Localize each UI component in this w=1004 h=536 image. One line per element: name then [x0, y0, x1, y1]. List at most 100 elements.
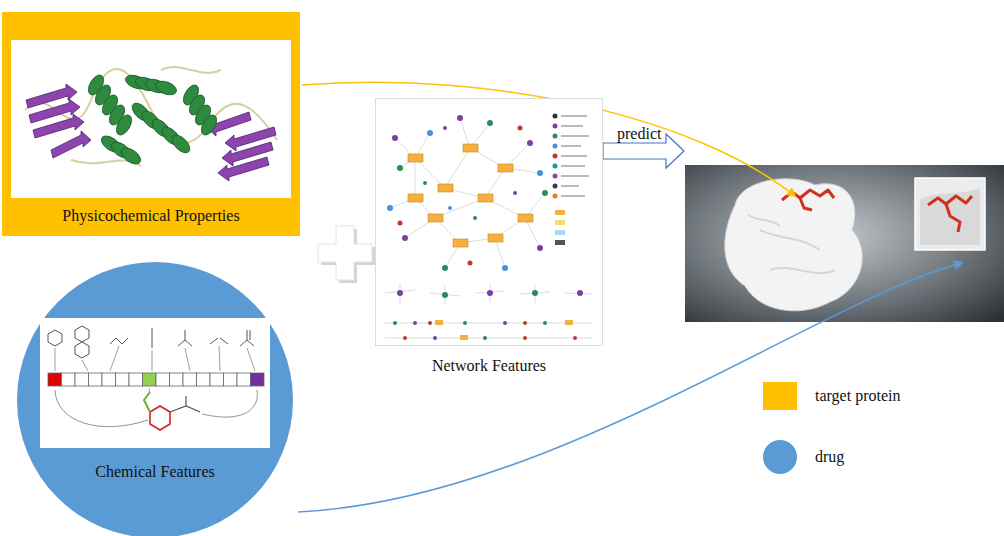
line-part [185, 396, 186, 406]
circle-part [532, 290, 538, 296]
circle-part [527, 140, 533, 146]
legend-text: target protein [815, 386, 900, 406]
node-label: Network Features [432, 356, 546, 376]
polygon-part [75, 342, 89, 358]
line-part [82, 360, 88, 371]
circle-part [553, 164, 558, 169]
g-part [553, 114, 558, 199]
g-part [555, 210, 565, 245]
rect-part [170, 373, 184, 386]
rect-part [251, 373, 265, 386]
plus-sign [318, 226, 375, 283]
protein-illustration [11, 40, 291, 198]
rect-part [408, 154, 423, 162]
circle-part [393, 321, 397, 325]
polyline-part [800, 198, 812, 210]
circle-part [503, 321, 507, 325]
path-part [202, 390, 257, 417]
circle-part [427, 130, 433, 136]
rect-part [40, 318, 270, 448]
rect-part [555, 220, 565, 225]
text-row: Physicochemical Properties [2, 206, 300, 226]
g-part [55, 388, 257, 427]
rect-part [89, 373, 103, 386]
node-label: Physicochemical Properties [62, 206, 239, 226]
rect-part [915, 178, 985, 250]
rect-part [460, 335, 468, 340]
ellipse-part [113, 112, 134, 137]
circle-part [553, 114, 558, 119]
g-part [398, 126, 523, 266]
line-part [561, 195, 585, 197]
line-part [210, 338, 218, 344]
rect-part [478, 194, 493, 202]
rect-part [376, 99, 603, 346]
line-part [561, 135, 589, 137]
ellipse-part [154, 79, 179, 98]
rect-part [555, 240, 565, 245]
rect-part [408, 194, 423, 202]
polyline-part [170, 406, 200, 412]
g-part [408, 144, 533, 247]
g-part [385, 283, 593, 338]
path-part [390, 118, 545, 268]
polyline-part [928, 196, 972, 205]
line-part [152, 350, 153, 371]
rect-part [102, 373, 116, 386]
rect-part [116, 373, 130, 386]
rect-part [685, 165, 1004, 322]
polyline-part [178, 340, 192, 346]
path-part [385, 283, 593, 338]
g-part [387, 130, 543, 271]
line-part [247, 330, 248, 340]
line-part [561, 145, 581, 147]
g-part [48, 326, 254, 358]
circle-part [443, 126, 447, 130]
rect-part [75, 373, 89, 386]
circle-shape [17, 262, 293, 536]
rect-part [11, 40, 291, 198]
node-label: Chemical Features [95, 462, 215, 482]
g-part [403, 321, 577, 340]
rect-part [435, 320, 443, 325]
line-part [561, 175, 589, 177]
line-part [250, 330, 251, 340]
rect-part [48, 373, 62, 386]
circle-part [457, 115, 463, 121]
circle-part [403, 336, 407, 340]
circle-part [553, 124, 558, 129]
circle-part [553, 184, 558, 189]
rect-part [453, 239, 468, 247]
predict-label: predict [617, 124, 661, 144]
rect-part [518, 214, 533, 222]
legend-swatch [763, 440, 797, 474]
circle-part [577, 290, 583, 296]
rect-part [463, 144, 478, 152]
circle-part [513, 191, 517, 195]
circle-part [397, 290, 403, 296]
rect-part [129, 373, 143, 386]
rect-part [143, 373, 157, 386]
ellipse-part [119, 145, 144, 167]
drug-circle: Chemical Features [17, 262, 293, 536]
circle-part [397, 165, 403, 171]
polyline-part [110, 338, 128, 344]
polyline-part [946, 204, 960, 232]
g-part [397, 120, 548, 271]
polygon-part [75, 326, 89, 342]
line-part [247, 348, 255, 371]
circle-part [543, 321, 547, 325]
polygon-part [48, 330, 62, 346]
fingerprint-illustration [40, 318, 270, 448]
circle-part [413, 321, 417, 325]
g-part [26, 84, 276, 181]
text-row: Chemical Features [17, 462, 293, 482]
polygon-part [218, 157, 269, 181]
rect-part [156, 373, 170, 386]
line-part [561, 115, 587, 117]
circle-part [428, 321, 432, 325]
circle-part [523, 336, 527, 340]
circle-part [392, 135, 398, 141]
rect-part [210, 373, 224, 386]
line-part [561, 125, 583, 127]
